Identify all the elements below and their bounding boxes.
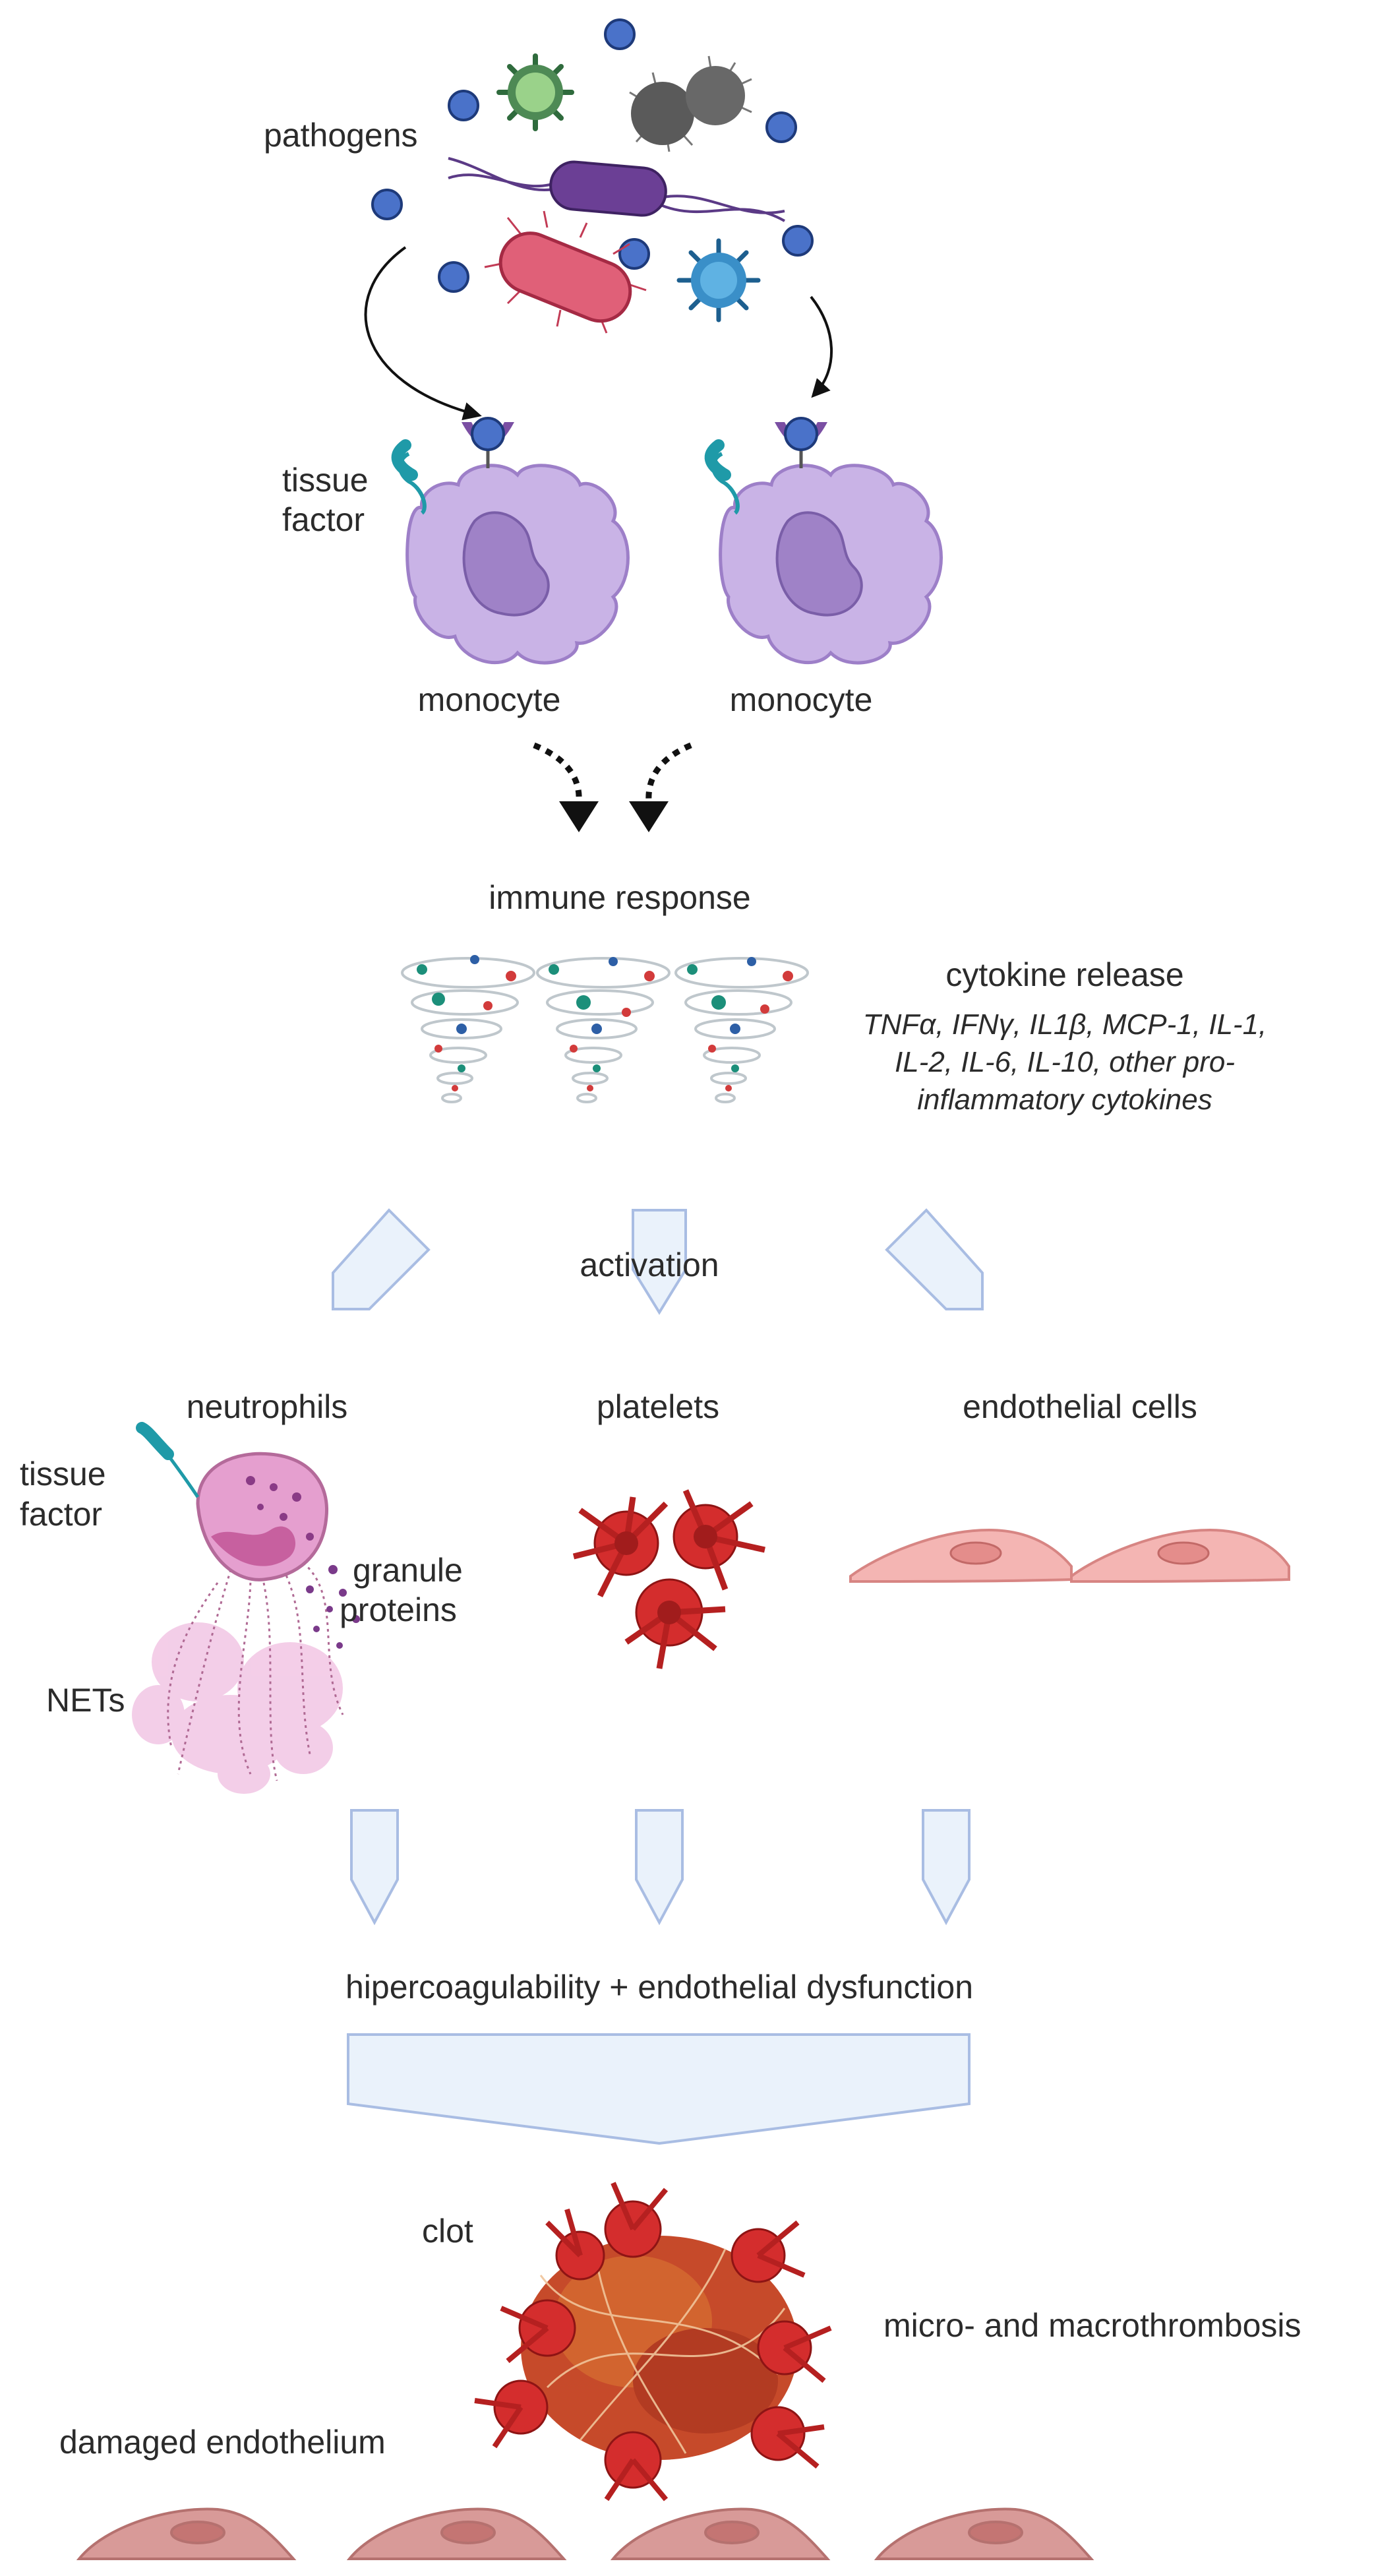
big-down-arrow (347, 2033, 971, 2145)
endothelial-cells-icon (849, 1528, 1290, 1583)
cytokine-release-label: cytokine release (945, 956, 1183, 993)
platelets-label: platelets (597, 1388, 719, 1425)
arrow-pathogens-to-left-monocyte (364, 246, 482, 421)
tissue-factor-label-neutrophil-1: tissue (20, 1456, 106, 1492)
monocyte-right-label: monocyte (730, 681, 873, 718)
granule-proteins-label-2: proteins (340, 1591, 457, 1628)
convergence-arrows (350, 1809, 971, 1926)
cytokine-list-line-3: inflammatory cytokines (917, 1084, 1212, 1116)
tissue-factor-label-top-2: factor (282, 501, 365, 538)
nets-label: NETs (46, 1682, 125, 1719)
immune-response-label: immune response (489, 879, 750, 916)
activated-platelets-icon (572, 1489, 765, 1669)
dotted-arrow-right (645, 742, 692, 802)
cytokine-list-line-2: IL-2, IL-6, IL-10, other pro- (895, 1046, 1235, 1078)
cytokine-list-line-1: TNFα, IFNγ, IL1β, MCP-1, IL-1, (863, 1008, 1267, 1041)
pathogens-label: pathogens (264, 117, 418, 154)
antigen-particle-icon (371, 18, 814, 293)
tissue-factor-label-neutrophil-2: factor (20, 1496, 102, 1533)
neutrophil-net-icon (132, 1422, 360, 1794)
monocyte-right-icon (704, 417, 943, 665)
thrombosis-label: micro- and macrothrombosis (883, 2307, 1301, 2344)
arrow-pathogens-to-right-monocyte (810, 295, 833, 398)
monocyte-left-icon (391, 417, 630, 665)
dotted-arrow-left (533, 742, 582, 802)
tissue-factor-label-top-1: tissue (282, 462, 369, 499)
clot-label: clot (422, 2213, 473, 2250)
hypercoagulability-label: hipercoagulability + endothelial dysfunc… (345, 1969, 973, 2006)
neutrophils-label: neutrophils (187, 1388, 348, 1425)
endothelial-cells-label: endothelial cells (963, 1388, 1197, 1425)
green-virus-icon (496, 53, 574, 131)
monocyte-left-label: monocyte (418, 681, 561, 718)
granule-proteins-label-1: granule (353, 1552, 463, 1589)
pathogens-group (371, 18, 814, 334)
red-bacillus-icon (484, 210, 647, 334)
cytokine-storm-icon (401, 955, 809, 1103)
grey-bacteria-icon (629, 55, 752, 152)
damaged-endothelium-label: damaged endothelium (59, 2424, 386, 2461)
clot-icon (474, 2182, 832, 2501)
activation-arrows (332, 1208, 984, 1315)
damaged-endothelium-icon (76, 2507, 1094, 2560)
blue-virus-icon (676, 238, 761, 322)
purple-bacillus-icon (448, 157, 785, 222)
activation-label: activation (580, 1246, 719, 1283)
